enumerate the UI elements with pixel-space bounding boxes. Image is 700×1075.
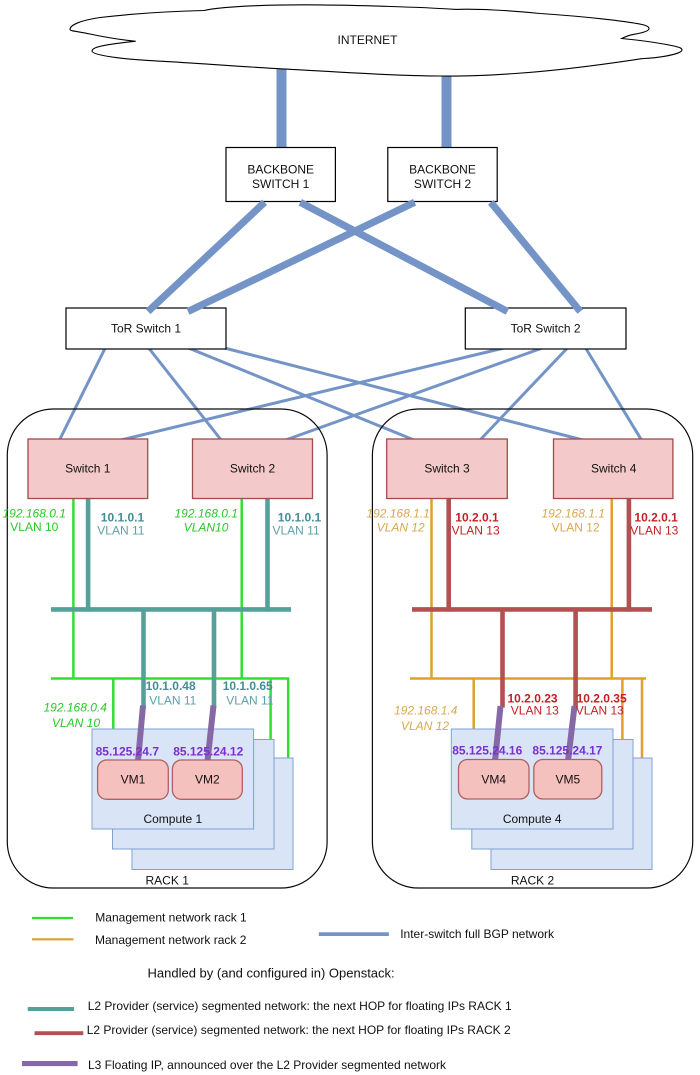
svg-text:Switch 2: Switch 2 <box>230 462 276 476</box>
svg-text:ToR Switch 1: ToR Switch 1 <box>111 322 181 336</box>
svg-text:85.125.24.17: 85.125.24.17 <box>532 744 602 758</box>
svg-text:85.125.24.7: 85.125.24.7 <box>96 744 160 758</box>
svg-text:VLAN 10: VLAN 10 <box>10 520 58 534</box>
svg-text:10.2.0.1: 10.2.0.1 <box>455 511 499 525</box>
svg-text:VM4: VM4 <box>481 772 506 786</box>
svg-text:192.168.0.1: 192.168.0.1 <box>175 507 238 521</box>
svg-text:ToR Switch 2: ToR Switch 2 <box>511 322 581 336</box>
svg-text:VM1: VM1 <box>121 773 146 787</box>
svg-text:192.168.0.4: 192.168.0.4 <box>44 701 108 715</box>
svg-text:L3 Floating IP, announced over: L3 Floating IP, announced over the L2 Pr… <box>88 1058 447 1072</box>
svg-text:RACK 1: RACK 1 <box>146 874 190 888</box>
svg-text:Switch 1: Switch 1 <box>65 462 111 476</box>
svg-text:10.1.0.1: 10.1.0.1 <box>278 511 322 525</box>
svg-text:VM2: VM2 <box>195 773 220 787</box>
svg-text:192.168.1.4: 192.168.1.4 <box>394 704 458 718</box>
svg-text:192.168.0.1: 192.168.0.1 <box>3 507 66 521</box>
svg-text:Management network rack 2: Management network rack 2 <box>95 933 247 947</box>
svg-text:VLAN 11: VLAN 11 <box>97 524 144 538</box>
svg-text:10.1.0.65: 10.1.0.65 <box>223 679 273 693</box>
svg-text:VLAN 13: VLAN 13 <box>630 524 678 538</box>
svg-text:85.125.24.16: 85.125.24.16 <box>452 744 522 758</box>
svg-text:192.168.1.1: 192.168.1.1 <box>366 506 429 520</box>
svg-text:VLAN 11: VLAN 11 <box>149 694 196 708</box>
svg-text:RACK 2: RACK 2 <box>511 874 555 888</box>
svg-text:INTERNET: INTERNET <box>338 33 399 47</box>
svg-text:L2 Provider (service) segmente: L2 Provider (service) segmented network:… <box>87 1023 511 1037</box>
svg-text:10.2.0.35: 10.2.0.35 <box>577 692 627 706</box>
svg-text:10.1.0.48: 10.1.0.48 <box>146 679 196 693</box>
svg-text:192.168.1.1: 192.168.1.1 <box>542 506 605 520</box>
svg-text:VLAN 13: VLAN 13 <box>452 524 500 538</box>
svg-text:BACKBONE: BACKBONE <box>409 163 476 177</box>
svg-text:Compute 1: Compute 1 <box>143 812 202 826</box>
svg-text:10.2.0.1: 10.2.0.1 <box>634 511 678 525</box>
svg-text:Management network rack 1: Management network rack 1 <box>95 911 247 925</box>
svg-text:VLAN 10: VLAN 10 <box>52 716 100 730</box>
svg-text:SWITCH 2: SWITCH 2 <box>414 177 472 191</box>
svg-text:10.2.0.23: 10.2.0.23 <box>508 692 558 706</box>
svg-text:VLAN 12: VLAN 12 <box>401 719 449 733</box>
svg-text:L2 Provider (service) segmente: L2 Provider (service) segmented network:… <box>88 999 512 1013</box>
svg-text:VLAN 11: VLAN 11 <box>273 524 320 538</box>
svg-text:SWITCH 1: SWITCH 1 <box>252 177 310 191</box>
svg-text:Switch 4: Switch 4 <box>591 462 637 476</box>
svg-text:Inter-switch full BGP network: Inter-switch full BGP network <box>400 927 555 941</box>
svg-text:VLAN 11: VLAN 11 <box>226 694 273 708</box>
svg-text:VLAN 13: VLAN 13 <box>576 704 624 718</box>
svg-text:VLAN10: VLAN10 <box>184 521 229 535</box>
svg-text:BACKBONE: BACKBONE <box>247 163 314 177</box>
svg-text:85.125.24.12: 85.125.24.12 <box>173 744 243 758</box>
svg-text:VLAN 13: VLAN 13 <box>511 704 559 718</box>
svg-text:VM5: VM5 <box>555 772 580 786</box>
svg-text:VLAN 12: VLAN 12 <box>552 520 600 534</box>
svg-text:VLAN 12: VLAN 12 <box>377 520 425 534</box>
svg-text:Handled by (and configured in): Handled by (and configured in) Openstack… <box>148 966 395 981</box>
svg-text:Compute 4: Compute 4 <box>503 812 562 826</box>
svg-text:10.1.0.1: 10.1.0.1 <box>101 511 145 525</box>
svg-text:Switch 3: Switch 3 <box>424 462 470 476</box>
